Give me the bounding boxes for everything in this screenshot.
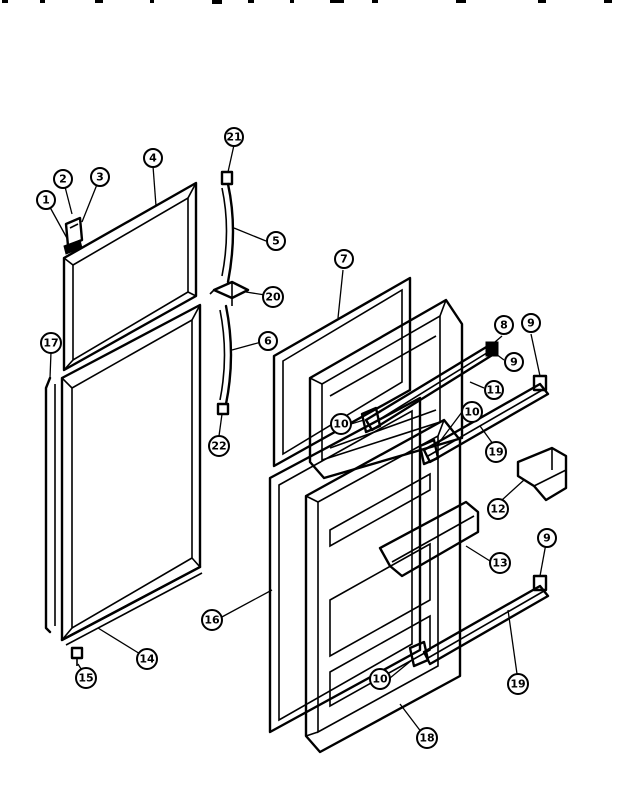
callout-number: 19 [488,446,503,459]
freezer-door-bracket [63,216,84,255]
freezer-gasket [272,276,412,468]
callout-15: 15 [75,667,97,689]
callout-number: 15 [78,672,93,685]
callout-number: 10 [372,673,388,686]
fresh-food-door [60,303,202,642]
callout-10-lower: 10 [369,668,391,690]
callout-13: 13 [489,552,511,574]
callout-21: 21 [224,127,244,147]
callout-10-upper-right: 10 [461,401,483,423]
lower-hinge-assembly [216,304,233,416]
fresh-food-gasket [268,396,422,734]
door-bin-cover [516,446,568,502]
bottom-trim [60,565,203,646]
callout-number: 10 [464,406,480,419]
callout-17: 17 [40,332,62,354]
callout-number: 10 [333,418,349,431]
callout-9-upper: 9 [521,313,541,333]
callout-16: 16 [201,609,223,631]
callout-number: 17 [43,337,58,350]
callout-22: 22 [208,435,230,457]
bottom-hinge-pin [70,646,84,666]
callout-10-upper-left: 10 [330,413,352,435]
freezer-door [62,181,198,372]
callout-4: 4 [143,148,163,168]
callout-8: 8 [494,315,514,335]
callout-number: 19 [510,678,525,691]
callout-19-lower: 19 [507,673,529,695]
callout-12: 12 [487,498,509,520]
callout-number: 13 [492,557,507,570]
callout-number: 12 [490,503,505,516]
callout-number: 8 [500,319,508,332]
callout-number: 9 [510,356,518,369]
callout-number: 14 [139,653,155,666]
fresh-food-door-liner [304,418,462,754]
callout-number: 6 [264,335,272,348]
callout-number: 1 [42,194,50,207]
callout-number: 22 [211,440,226,453]
callout-5: 5 [266,231,286,251]
callout-3: 3 [90,167,110,187]
side-trim-strip [44,376,56,634]
callout-number: 9 [543,532,551,545]
scan-edge-marks [2,0,612,4]
callout-2: 2 [53,169,73,189]
callout-number: 16 [204,614,220,627]
callout-number: 2 [59,173,67,186]
callout-number: 21 [226,131,241,144]
callout-20: 20 [262,286,284,308]
callout-number: 18 [419,732,434,745]
leader-lines [45,144,548,738]
upper-hinge-assembly [220,170,235,284]
callout-19-upper: 19 [485,441,507,463]
callout-number: 11 [486,384,501,397]
callout-number: 4 [149,152,157,165]
callout-number: 7 [340,253,348,266]
fresh-food-door-rack [408,574,550,668]
callout-number: 3 [96,171,104,184]
callout-6: 6 [258,331,278,351]
callout-number: 5 [272,235,280,248]
callout-7: 7 [334,249,354,269]
callout-1: 1 [36,190,56,210]
callout-18: 18 [416,727,438,749]
callout-11: 11 [484,380,504,400]
callout-number: 20 [265,291,281,304]
callout-9-middle: 9 [504,352,524,372]
dairy-shelf [378,500,480,578]
center-hinge [209,280,250,306]
callout-9-lower: 9 [537,528,557,548]
callout-number: 9 [527,317,535,330]
callout-14: 14 [136,648,158,670]
